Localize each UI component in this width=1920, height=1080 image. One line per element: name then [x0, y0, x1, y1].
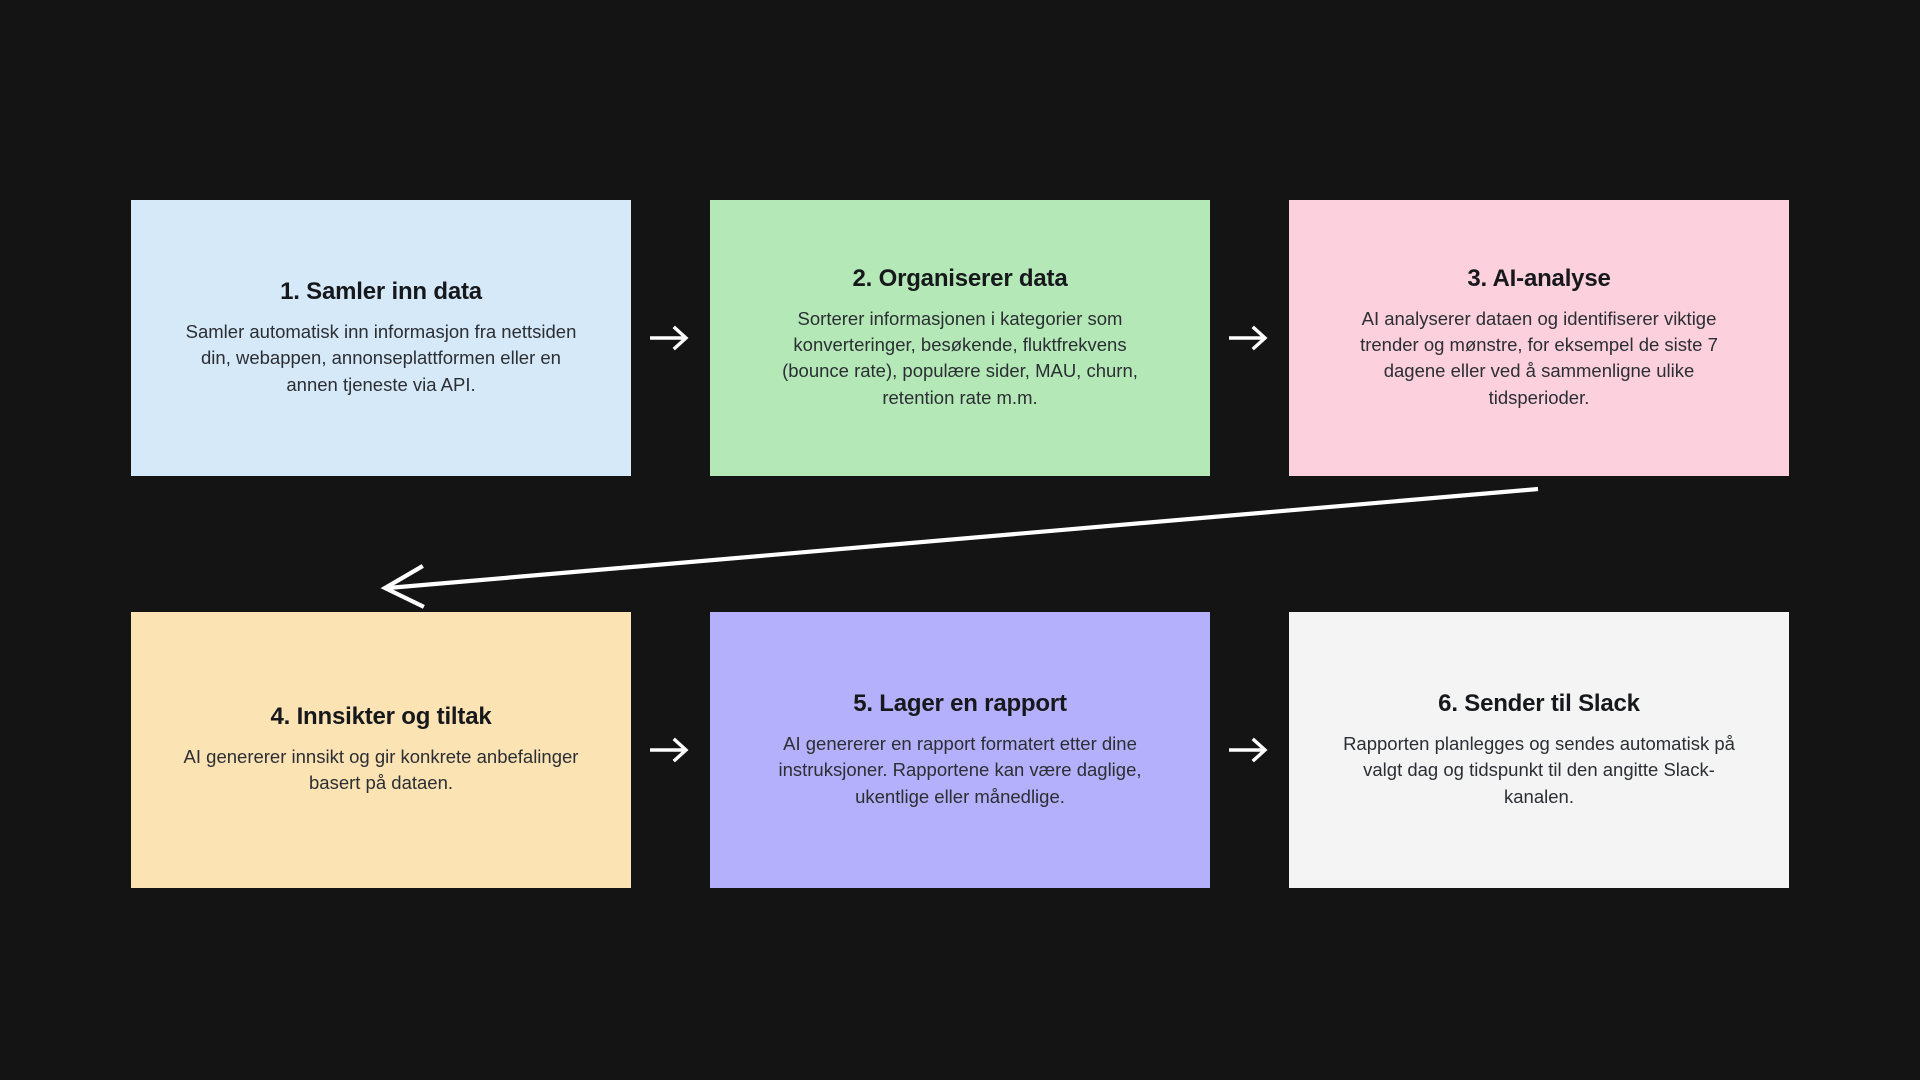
flow-card-2-title: 2. Organiserer data: [852, 265, 1068, 293]
flow-row-top: 1. Samler inn data Samler automatisk inn…: [131, 200, 1789, 476]
flow-grid: 1. Samler inn data Samler automatisk inn…: [131, 200, 1789, 888]
flow-card-3[interactable]: 3. AI-analyse AI analyserer dataen og id…: [1289, 200, 1789, 476]
flow-card-6-body: Rapporten planlegges og sendes automatis…: [1343, 733, 1735, 807]
flow-card-5-body: AI genererer en rapport formatert etter …: [778, 733, 1142, 807]
arrow-right-icon: [1228, 737, 1268, 763]
flow-card-6[interactable]: 6. Sender til Slack Rapporten planlegges…: [1289, 612, 1789, 888]
arrow-2-to-3: [1210, 200, 1289, 476]
flow-card-1-body: Samler automatisk inn informasjon fra ne…: [185, 321, 577, 395]
arrow-right-icon: [1228, 325, 1268, 351]
flow-row-bottom: 4. Innsikter og tiltak AI genererer inns…: [131, 612, 1789, 888]
flow-card-2[interactable]: 2. Organiserer data Sorterer informasjon…: [710, 200, 1210, 476]
flow-card-1-title: 1. Samler inn data: [280, 278, 482, 306]
flow-card-4-body: AI genererer innsikt og gir konkrete anb…: [183, 746, 579, 794]
flow-card-2-body: Sorterer informasjonen i kategorier som …: [782, 307, 1138, 408]
arrow-5-to-6: [1210, 612, 1289, 888]
arrow-4-to-5: [631, 612, 710, 888]
flow-card-4[interactable]: 4. Innsikter og tiltak AI genererer inns…: [131, 612, 631, 888]
flow-card-5-title: 5. Lager en rapport: [853, 690, 1067, 718]
arrow-1-to-2: [631, 200, 710, 476]
flow-card-4-title: 4. Innsikter og tiltak: [270, 703, 492, 731]
flow-card-3-title: 3. AI-analyse: [1467, 265, 1611, 293]
flow-card-3-body: AI analyserer dataen og identifiserer vi…: [1360, 307, 1718, 408]
flow-card-6-title: 6. Sender til Slack: [1438, 690, 1640, 718]
flow-card-5[interactable]: 5. Lager en rapport AI genererer en rapp…: [710, 612, 1210, 888]
arrow-right-icon: [649, 325, 689, 351]
arrow-right-icon: [649, 737, 689, 763]
flow-card-1[interactable]: 1. Samler inn data Samler automatisk inn…: [131, 200, 631, 476]
